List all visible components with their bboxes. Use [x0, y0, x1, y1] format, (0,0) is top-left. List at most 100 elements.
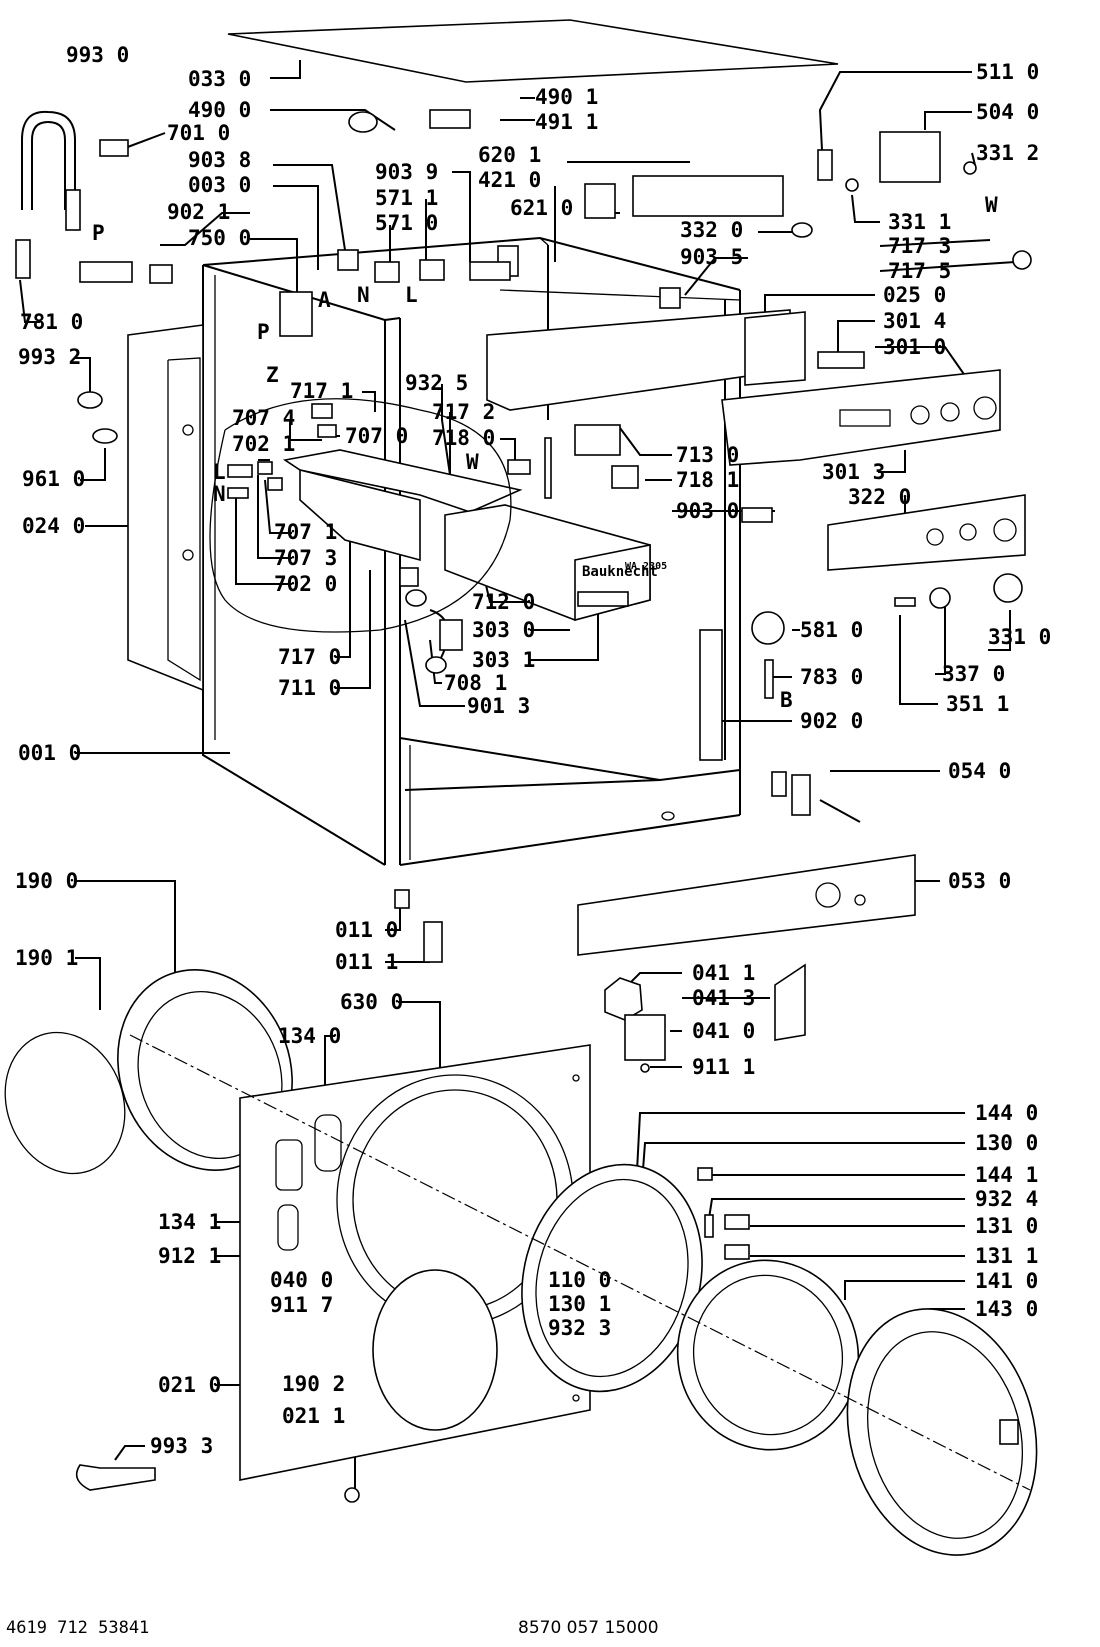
label-717-3: 717 3	[888, 234, 952, 258]
label-301-3: 301 3	[822, 460, 886, 484]
label-301-4: 301 4	[883, 309, 947, 333]
label-011-1: 011 1	[335, 950, 399, 974]
label-143-0: 143 0	[975, 1297, 1039, 1321]
side-panel	[127, 324, 204, 692]
label-490-1: 490 1	[535, 85, 599, 109]
label-421-0: 421 0	[478, 168, 542, 192]
label-993-3: 993 3	[150, 1434, 214, 1458]
label-134-1: 134 1	[158, 1210, 222, 1234]
label-141-0: 141 0	[975, 1269, 1039, 1293]
control-panel-assembly	[486, 309, 1026, 571]
label-301-0: 301 0	[883, 335, 947, 359]
label-903-8: 903 8	[188, 148, 252, 172]
label-025-0: 025 0	[883, 283, 947, 307]
front-panel	[239, 1044, 591, 1481]
label-024-0: 024 0	[22, 514, 86, 538]
label-717-1: 717 1	[290, 379, 354, 403]
label-702-0: 702 0	[274, 572, 338, 596]
label-581-0: 581 0	[800, 618, 864, 642]
label-491-1: 491 1	[535, 110, 599, 134]
label-041-3: 041 3	[692, 986, 756, 1010]
label-322-0: 322 0	[848, 485, 912, 509]
label-717-2: 717 2	[432, 400, 496, 424]
label-190-1: 190 1	[15, 946, 79, 970]
center-axis	[129, 1034, 1031, 1491]
callout-p-valve: P	[257, 320, 270, 344]
label-190-2: 190 2	[282, 1372, 346, 1396]
callout-w-bracket: W	[985, 193, 998, 217]
label-707-0: 707 0	[345, 424, 409, 448]
label-337-0: 337 0	[942, 662, 1006, 686]
label-504-0: 504 0	[976, 100, 1040, 124]
label-993-0: 993 0	[66, 43, 130, 67]
footer-model-code: 8570 057 15000	[518, 1618, 659, 1638]
label-711-0: 711 0	[278, 676, 342, 700]
detergent-dispenser	[209, 398, 651, 633]
label-630-0: 630 0	[340, 990, 404, 1014]
label-144-1: 144 1	[975, 1163, 1039, 1187]
label-707-3: 707 3	[274, 546, 338, 570]
label-110-0: 110 0	[548, 1268, 612, 1292]
top-panel	[227, 19, 839, 83]
callout-p-hose: P	[92, 221, 105, 245]
label-932-3: 932 3	[548, 1316, 612, 1340]
label-332-0: 332 0	[680, 218, 744, 242]
label-331-2: 331 2	[976, 141, 1040, 165]
label-131-1: 131 1	[975, 1244, 1039, 1268]
label-331-1: 331 1	[888, 210, 952, 234]
label-702-1: 702 1	[232, 432, 296, 456]
label-511-0: 511 0	[976, 60, 1040, 84]
label-932-5: 932 5	[405, 371, 469, 395]
label-903-9: 903 9	[375, 160, 439, 184]
label-303-0: 303 0	[472, 618, 536, 642]
label-053-0: 053 0	[948, 869, 1012, 893]
label-707-1: 707 1	[274, 520, 338, 544]
label-718-0: 718 0	[432, 426, 496, 450]
label-620-1: 620 1	[478, 143, 542, 167]
label-902-1: 902 1	[167, 200, 231, 224]
door-glass	[676, 1259, 860, 1451]
label-571-0: 571 0	[375, 211, 439, 235]
callout-z: Z	[266, 363, 279, 387]
label-717-5: 717 5	[888, 259, 952, 283]
label-911-7: 911 7	[270, 1293, 334, 1317]
label-003-0: 003 0	[188, 173, 252, 197]
label-901-3: 901 3	[467, 694, 531, 718]
drain-hose	[15, 110, 81, 279]
callout-w-dispenser: W	[466, 450, 479, 474]
label-130-1: 130 1	[548, 1292, 612, 1316]
label-713-0: 713 0	[676, 443, 740, 467]
callout-l-valve: L	[405, 283, 418, 307]
label-750-0: 750 0	[188, 226, 252, 250]
label-708-1: 708 1	[444, 671, 508, 695]
label-707-4: 707 4	[232, 406, 296, 430]
label-131-0: 131 0	[975, 1214, 1039, 1238]
callout-n-connector: N	[213, 482, 226, 506]
label-903-0: 903 0	[676, 499, 740, 523]
label-303-1: 303 1	[472, 648, 536, 672]
label-961-0: 961 0	[22, 467, 86, 491]
callout-n-valve: N	[357, 283, 370, 307]
label-717-0: 717 0	[278, 645, 342, 669]
label-911-1: 911 1	[692, 1055, 756, 1079]
label-144-0: 144 0	[975, 1101, 1039, 1125]
drawer-model-text: WA 2305	[625, 561, 668, 572]
label-054-0: 054 0	[948, 759, 1012, 783]
label-011-0: 011 0	[335, 918, 399, 942]
label-903-5: 903 5	[680, 245, 744, 269]
cabinet-frame	[202, 236, 741, 866]
label-130-0: 130 0	[975, 1131, 1039, 1155]
callout-l-connector: L	[213, 460, 226, 484]
label-021-0: 021 0	[158, 1373, 222, 1397]
label-912-1: 912 1	[158, 1244, 222, 1268]
outer-door	[846, 1308, 1038, 1556]
footer-part-number: 4619 712 53841	[6, 1618, 150, 1638]
label-041-0: 041 0	[692, 1019, 756, 1043]
label-041-1: 041 1	[692, 961, 756, 985]
label-351-1: 351 1	[946, 692, 1010, 716]
label-718-1: 718 1	[676, 468, 740, 492]
label-190-0: 190 0	[15, 869, 79, 893]
label-021-1: 021 1	[282, 1404, 346, 1428]
